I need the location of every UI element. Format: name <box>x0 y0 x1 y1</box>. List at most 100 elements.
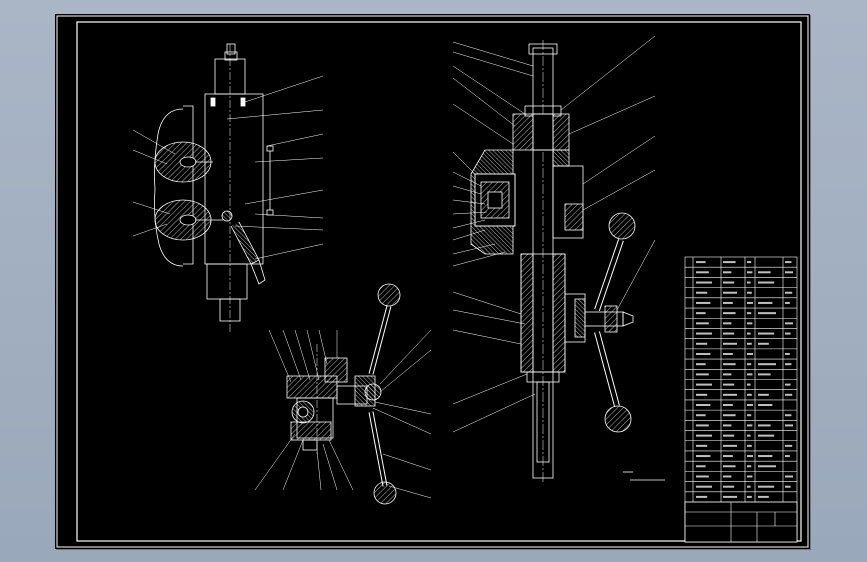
parts-cell-mark <box>696 424 709 427</box>
parts-cell-mark <box>723 352 733 355</box>
parts-cell-mark <box>723 424 732 427</box>
parts-cell-mark <box>696 312 706 315</box>
parts-cell-mark <box>696 393 708 396</box>
parts-cell-mark <box>747 393 752 396</box>
parts-cell-mark <box>696 291 708 294</box>
parts-cell-mark <box>723 312 736 315</box>
parts-cell-mark <box>758 363 776 366</box>
parts-cell-mark <box>723 383 735 386</box>
parts-cell-mark <box>785 271 793 274</box>
parts-cell-mark <box>758 424 771 427</box>
outer-frame <box>56 15 809 548</box>
parts-cell-mark <box>696 414 706 417</box>
parts-cell-mark <box>758 465 776 468</box>
left-section-view <box>132 43 324 334</box>
parts-cell-mark <box>696 332 712 335</box>
parts-cell-mark <box>785 424 793 427</box>
parts-list <box>684 256 798 543</box>
parts-cell-mark <box>747 404 753 407</box>
parts-cell-mark <box>723 475 732 478</box>
parts-cell-mark <box>747 363 752 366</box>
parts-cell-mark <box>747 414 752 417</box>
parts-cell-mark <box>723 261 736 264</box>
parts-cell-mark <box>747 455 753 458</box>
parts-cell-mark <box>785 485 791 488</box>
bottom-section-view <box>254 283 432 505</box>
parts-cell-mark <box>747 352 753 355</box>
parts-cell-mark <box>747 495 752 498</box>
parts-cell-mark <box>785 301 790 304</box>
parts-cell-mark <box>758 271 771 274</box>
parts-cell-mark <box>723 393 737 396</box>
parts-cell-mark <box>785 475 793 478</box>
parts-cell-mark <box>747 281 751 284</box>
parts-cell-mark <box>696 261 706 264</box>
parts-cell-mark <box>785 261 792 264</box>
notes-block <box>623 471 665 481</box>
parts-cell-mark <box>723 455 733 458</box>
parts-cell-mark <box>723 363 736 366</box>
parts-cell-mark <box>723 342 737 345</box>
parts-cell-mark <box>723 373 732 376</box>
parts-cell-mark <box>758 373 771 376</box>
parts-cell-mark <box>723 465 736 468</box>
parts-cell-mark <box>747 332 751 335</box>
parts-cell-mark <box>696 434 712 437</box>
parts-cell-mark <box>696 373 709 376</box>
parts-cell-mark <box>696 363 706 366</box>
parts-cell-mark <box>747 485 751 488</box>
parts-cell-mark <box>758 455 773 458</box>
parts-cell-mark <box>747 342 752 345</box>
parts-cell-mark <box>723 322 732 325</box>
parts-cell-mark <box>696 404 711 407</box>
parts-cell-mark <box>747 301 753 304</box>
drawing-sheet <box>55 14 810 549</box>
parts-cell-mark <box>758 485 775 488</box>
parts-cell-mark <box>785 393 793 396</box>
parts-cell-mark <box>785 291 793 294</box>
parts-cell-mark <box>696 342 708 345</box>
parts-cell-mark <box>747 322 753 325</box>
parts-cell-mark <box>758 332 775 335</box>
main-section-view <box>452 35 656 484</box>
parts-cell-mark <box>723 332 735 335</box>
parts-cell-mark <box>696 444 708 447</box>
parts-cell-mark <box>785 322 793 325</box>
parts-cell-mark <box>723 444 737 447</box>
parts-cell-mark <box>785 332 791 335</box>
parts-cell-mark <box>785 414 792 417</box>
parts-cell-mark <box>696 281 712 284</box>
parts-cell-mark <box>747 444 752 447</box>
parts-cell-mark <box>785 455 790 458</box>
parts-cell-mark <box>747 291 752 294</box>
parts-cell-mark <box>696 322 709 325</box>
parts-cell-mark <box>747 312 752 315</box>
parts-cell-mark <box>747 383 751 386</box>
parts-cell-mark <box>723 434 735 437</box>
parts-cell-mark <box>696 485 712 488</box>
parts-cell-mark <box>723 404 733 407</box>
parts-cell-mark <box>747 475 753 478</box>
inner-frame <box>76 21 802 542</box>
parts-cell-mark <box>696 455 711 458</box>
parts-cell-mark <box>785 383 791 386</box>
parts-cell-mark <box>723 485 735 488</box>
parts-cell-mark <box>758 281 775 284</box>
parts-cell-mark <box>747 465 752 468</box>
parts-cell-mark <box>747 271 753 274</box>
parts-cell-mark <box>696 495 708 498</box>
parts-cell-mark <box>696 465 706 468</box>
parts-cell-mark <box>723 281 735 284</box>
parts-cell-mark <box>723 301 733 304</box>
parts-cell-mark <box>696 383 712 386</box>
parts-cell-mark <box>758 393 769 396</box>
parts-cell-mark <box>696 475 709 478</box>
parts-cell-mark <box>785 352 790 355</box>
parts-cell-mark <box>723 414 736 417</box>
parts-cell-mark <box>758 312 776 315</box>
parts-cell-mark <box>723 291 737 294</box>
parts-cell-mark <box>758 342 769 345</box>
parts-cell-mark <box>747 424 753 427</box>
parts-cell-mark <box>747 373 753 376</box>
